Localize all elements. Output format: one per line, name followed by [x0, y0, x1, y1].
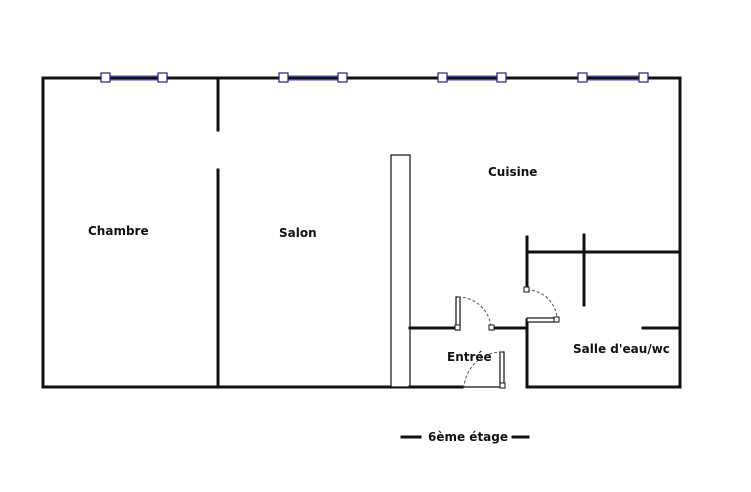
- window-salon: [278, 72, 348, 83]
- room-label-entree: Entrée: [447, 350, 492, 364]
- window-frame: [638, 72, 649, 83]
- room-label-salon: Salon: [279, 226, 317, 240]
- window-frame: [337, 72, 348, 83]
- door-hinge: [499, 382, 506, 389]
- window-frame: [496, 72, 507, 83]
- door-swing-salle-eau: [526, 289, 558, 321]
- door-swing-entree-left: [457, 296, 492, 329]
- room-label-cuisine: Cuisine: [488, 165, 537, 179]
- window-frame: [437, 72, 448, 83]
- window-frame: [100, 72, 111, 83]
- window-cuisine-right: [577, 72, 649, 83]
- door-leaf-entree-bottom: [499, 351, 505, 388]
- window-frame: [577, 72, 588, 83]
- door-hinge: [553, 316, 560, 323]
- door-hinge: [454, 324, 461, 331]
- window-frame: [278, 72, 289, 83]
- door-swing-entree-bottom: [463, 351, 503, 388]
- window-cuisine-left: [437, 72, 507, 83]
- window-chambre: [100, 72, 168, 83]
- floor-label: 6ème étage: [428, 430, 508, 444]
- window-frame: [157, 72, 168, 83]
- door-leaf-salle-eau: [526, 317, 558, 323]
- structural-column: [390, 154, 411, 388]
- room-label-salle-eau: Salle d'eau/wc: [573, 342, 670, 356]
- door-hinge: [523, 286, 530, 293]
- door-hinge: [488, 324, 495, 331]
- room-label-chambre: Chambre: [88, 224, 149, 238]
